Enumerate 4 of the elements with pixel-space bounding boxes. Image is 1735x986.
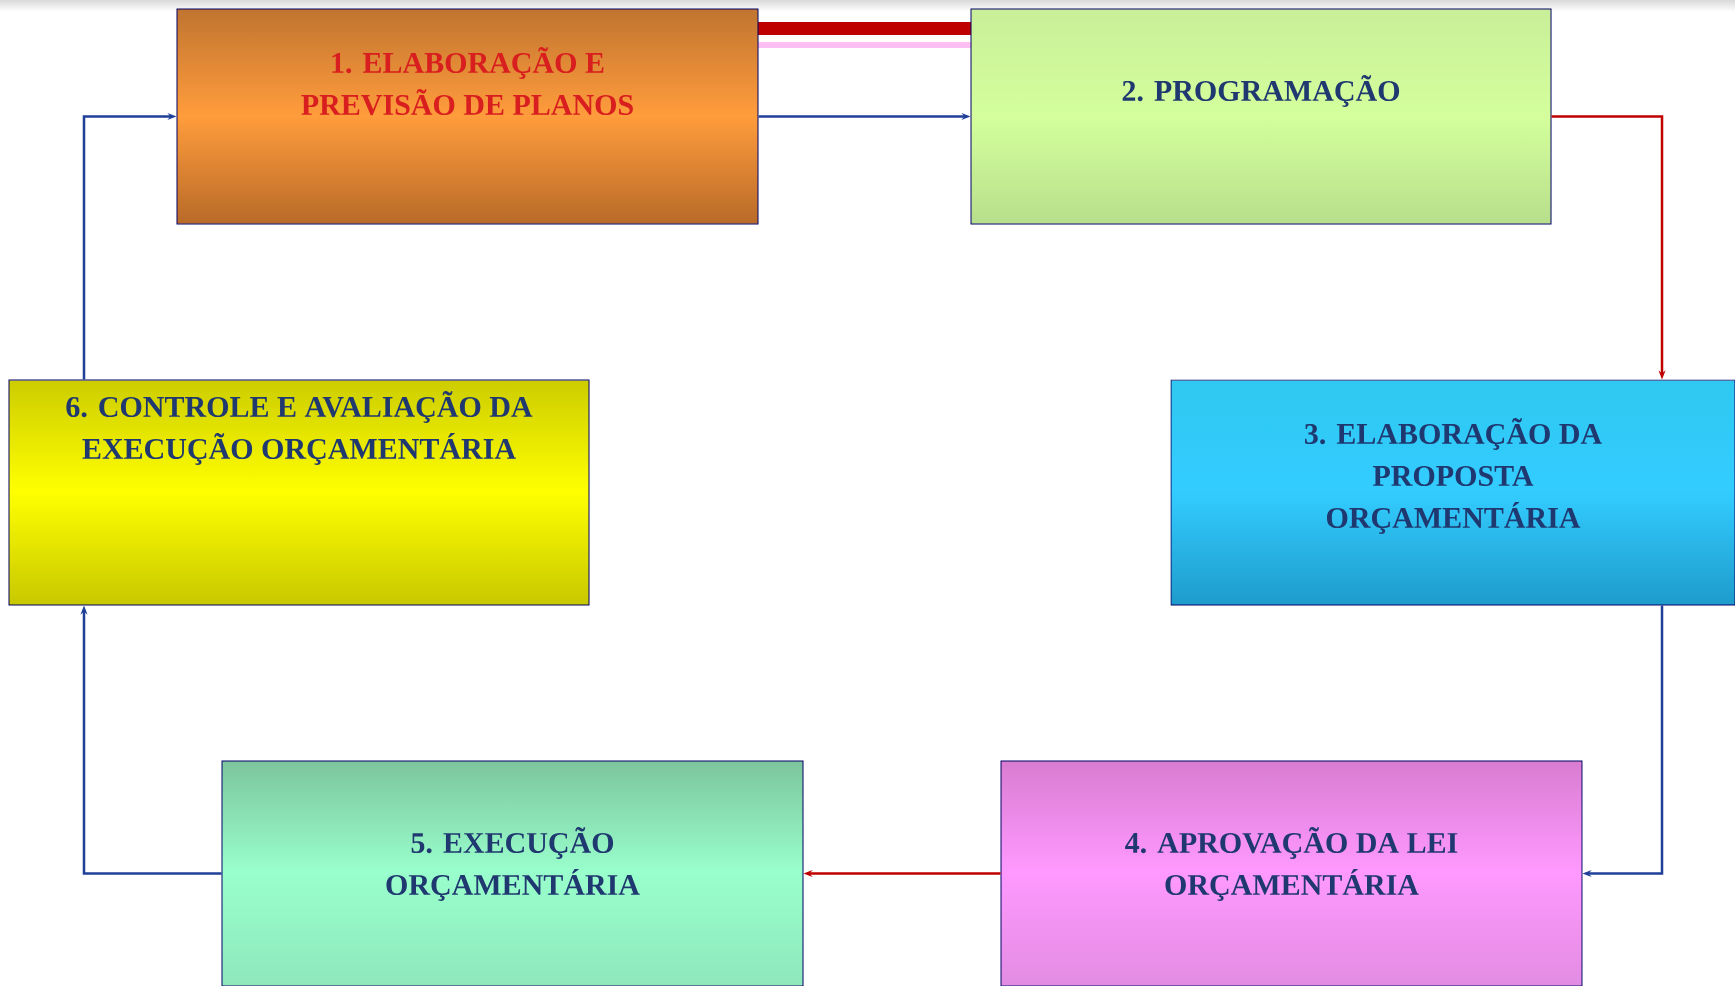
process-box: 4. APROVAÇÃO DA LEI ORÇAMENTÁRIA [1000,760,1583,986]
process-box: 5. EXECUÇÃO ORÇAMENTÁRIA [221,760,804,986]
process-box: 3. ELABORAÇÃO DA PROPOSTA ORÇAMENTÁRIA [1170,379,1735,606]
process-box: 6. CONTROLE E AVALIAÇÃO DA EXECUÇÃO ORÇAMENTÁRIA [8,379,590,606]
